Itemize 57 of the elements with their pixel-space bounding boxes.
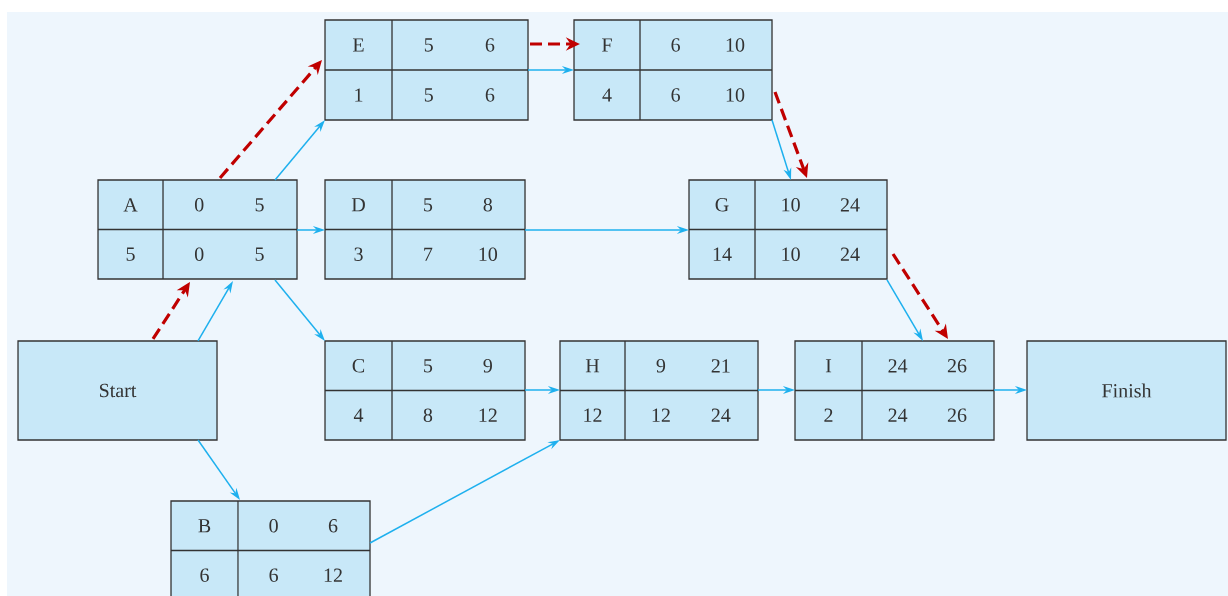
cell-text: I	[825, 359, 832, 373]
cell-text: 9	[483, 359, 492, 373]
cell-text: F	[602, 38, 612, 52]
cell-text: 12	[584, 408, 602, 422]
cell-text: 10	[726, 38, 745, 52]
cell-text: 21	[711, 359, 730, 373]
cell-text: 0	[195, 247, 204, 261]
cell-text: 5	[126, 247, 135, 261]
cell-text: 6	[200, 568, 209, 582]
terminal-box: Finish	[1026, 340, 1227, 441]
cell-text: 5	[424, 38, 433, 52]
cell-text: 24	[840, 247, 860, 261]
cell-text: 12	[652, 408, 670, 422]
cell-text: 10	[782, 247, 800, 261]
terminal-box: Start	[17, 340, 218, 441]
cell-text: 6	[269, 568, 278, 582]
cell-text: 24	[711, 408, 731, 422]
cell-text: 6	[328, 519, 338, 533]
cell-text: 2	[824, 408, 833, 422]
cell-text: C	[352, 359, 365, 373]
cell-text: 14	[713, 247, 732, 261]
cell-text: 9	[656, 359, 666, 373]
cell-text: 12	[324, 568, 342, 582]
cell-text: 24	[888, 408, 908, 422]
cell-text: 5	[424, 198, 433, 212]
cell-text: 0	[269, 519, 278, 533]
cell-text: 4	[602, 88, 612, 102]
cell-text: 8	[423, 408, 433, 422]
cell-text: 3	[354, 247, 363, 261]
cell-text: 6	[485, 38, 495, 52]
cell-text: 8	[483, 198, 493, 212]
cell-text: A	[123, 198, 138, 212]
arrow	[218, 60, 322, 180]
cell-text: 5	[255, 198, 264, 212]
cell-text: B	[198, 519, 211, 533]
cell-text: D	[351, 198, 365, 212]
cell-text: 10	[479, 247, 498, 261]
cell-text: 6	[485, 88, 495, 102]
cell-text: 5	[255, 247, 264, 261]
cell-text: 0	[195, 198, 204, 212]
cell-text: E	[353, 38, 364, 52]
cell-text: 10	[726, 88, 745, 102]
cell-text: H	[585, 359, 600, 373]
cell-text: 7	[424, 247, 433, 261]
cell-text: 6	[671, 88, 680, 102]
cell-text: 26	[947, 408, 967, 422]
cell-text: 1	[355, 88, 363, 102]
cell-text: 24	[840, 198, 860, 212]
cell-text: 4	[353, 408, 364, 422]
cell-text: 6	[671, 38, 680, 52]
cell-text: 24	[888, 359, 908, 373]
cell-text: 5	[424, 359, 433, 373]
cell-text: G	[715, 198, 729, 212]
cell-text: 5	[424, 88, 433, 102]
cell-text: 26	[947, 359, 967, 373]
cell-text: 10	[782, 198, 800, 212]
cell-text: 12	[479, 408, 497, 422]
